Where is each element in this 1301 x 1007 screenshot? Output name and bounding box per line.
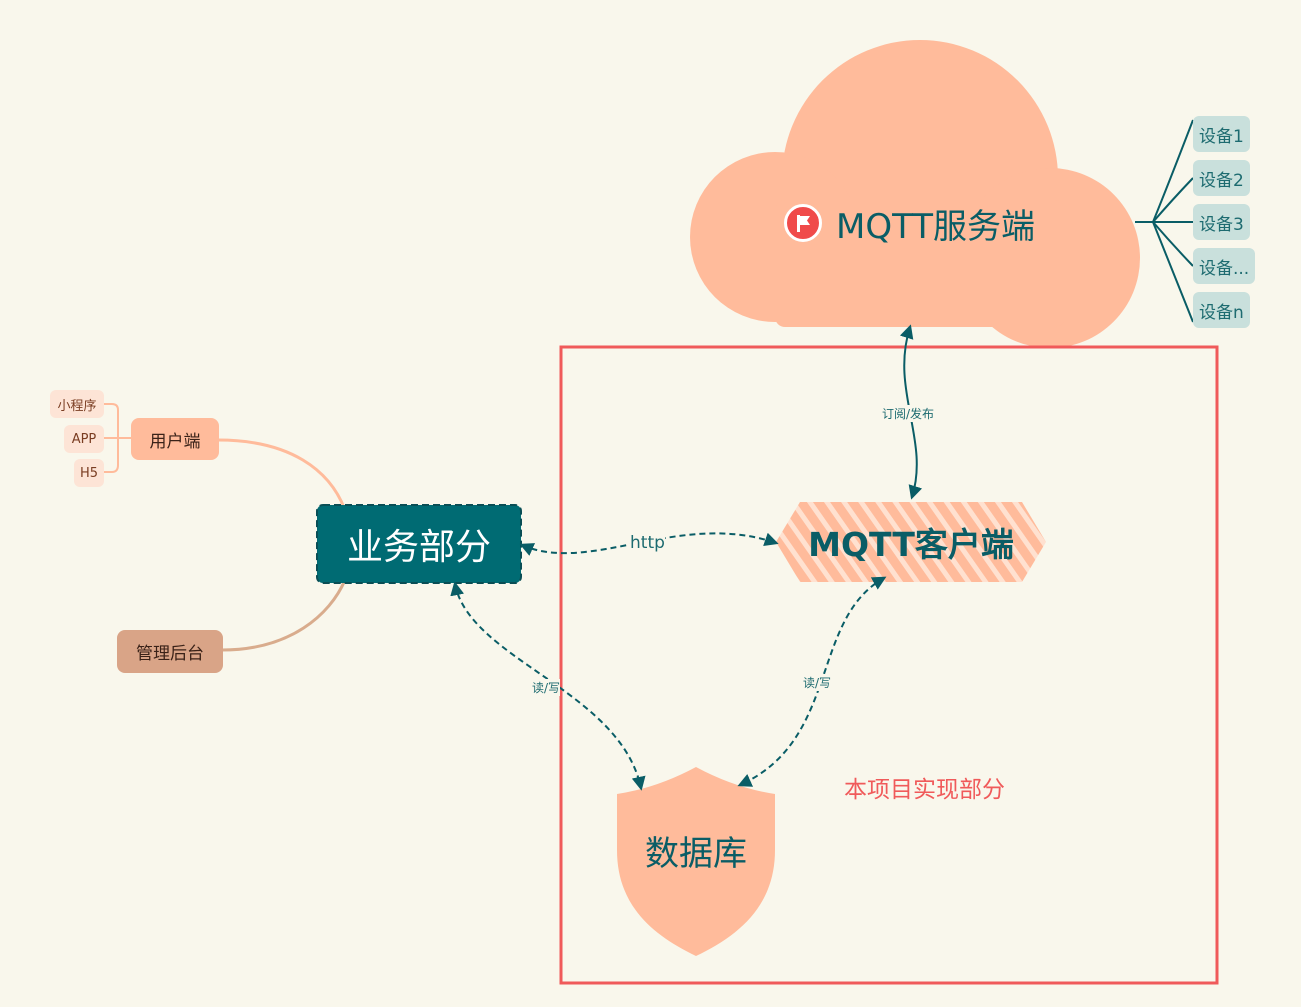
edge-http bbox=[519, 532, 779, 556]
device-label: 设备2 bbox=[1199, 170, 1244, 191]
mqtt-server-cloud bbox=[690, 40, 1140, 348]
edge-label-http: http bbox=[630, 533, 665, 553]
user-side-child-h5[interactable]: H5 bbox=[74, 459, 104, 487]
user-side-child-miniprogram[interactable]: 小程序 bbox=[50, 390, 104, 418]
device-label: 设备1 bbox=[1199, 126, 1244, 147]
business-node[interactable]: 业务部分 bbox=[317, 505, 521, 583]
child-label: H5 bbox=[79, 465, 99, 481]
user-side-bracket bbox=[104, 403, 131, 473]
database-node[interactable]: 数据库 bbox=[617, 820, 775, 880]
child-label: 小程序 bbox=[57, 398, 97, 414]
red-flag-icon bbox=[784, 204, 822, 242]
admin-node[interactable]: 管理后台 bbox=[117, 630, 223, 673]
device-label: 设备3 bbox=[1199, 214, 1244, 235]
device-node-5[interactable]: 设备n bbox=[1193, 292, 1250, 328]
mqtt-client-label: MQTT客户端 bbox=[808, 525, 1014, 564]
database-shield bbox=[617, 767, 775, 956]
project-scope-label: 本项目实现部分 bbox=[844, 777, 1005, 803]
device-label: 设备... bbox=[1199, 258, 1250, 279]
mqtt-client-shape bbox=[776, 502, 1046, 582]
mqtt-server-title: MQTT服务端 bbox=[784, 200, 1064, 247]
user-side-child-app[interactable]: APP bbox=[64, 425, 104, 453]
business-connectors bbox=[217, 438, 347, 652]
device-label: 设备n bbox=[1199, 302, 1244, 323]
mqtt-server-label: MQTT服务端 bbox=[836, 206, 1036, 247]
business-label: 业务部分 bbox=[346, 527, 491, 568]
device-node-1[interactable]: 设备1 bbox=[1193, 116, 1250, 152]
device-node-2[interactable]: 设备2 bbox=[1193, 160, 1250, 196]
device-branches bbox=[1135, 119, 1194, 323]
edge-rw-left bbox=[450, 581, 646, 791]
edge-label-rw-right: 读/写 bbox=[803, 674, 832, 691]
device-node-4[interactable]: 设备... bbox=[1193, 248, 1256, 284]
mqtt-client-node[interactable]: MQTT客户端 bbox=[776, 502, 1046, 582]
child-label: APP bbox=[71, 431, 97, 447]
database-label: 数据库 bbox=[645, 833, 747, 874]
device-node-3[interactable]: 设备3 bbox=[1193, 204, 1250, 240]
user-side-node[interactable]: 用户端 bbox=[131, 418, 219, 460]
edge-label-subscribe-publish: 订阅/发布 bbox=[882, 405, 935, 422]
admin-label: 管理后台 bbox=[136, 644, 204, 664]
edge-label-rw-left: 读/写 bbox=[532, 679, 561, 696]
user-side-label: 用户端 bbox=[149, 431, 201, 452]
